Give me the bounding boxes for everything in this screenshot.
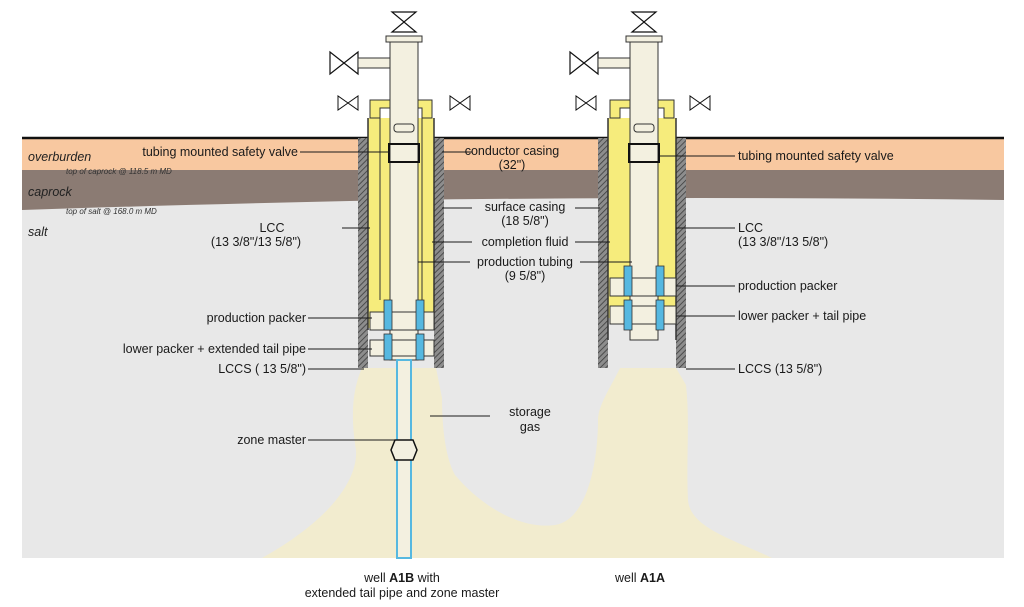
storage-gas-label-1: storage [509,405,551,419]
a1a-lower-packer [609,305,677,325]
caption-well-a1b-line2: extended tail pipe and zone master [305,586,500,600]
a1b-conductor-casing-left [358,138,368,368]
conductor-label-1: conductor casing [465,144,560,158]
lccs-right-label: LCCS (13 5/8") [738,362,822,376]
a1a-production-packer [609,277,677,297]
production-packer-left-label: production packer [207,311,306,325]
a1a-top-valve-icon [630,11,658,33]
cavern-a1b [262,368,772,558]
production-tubing-label-2: (9 5/8") [505,269,546,283]
caprock-label: caprock [28,185,73,199]
a1b-zone-master [390,439,418,461]
a1b-conductor-casing-right [434,138,444,368]
completion-fluid-label: completion fluid [482,235,569,249]
surface-casing-label-1: surface casing [485,200,566,214]
lcc-right-label-2: (13 3/8"/13 5/8") [738,235,828,249]
overburden-label: overburden [28,150,91,164]
a1a-conductor-casing-right [676,138,686,368]
surface-casing-label-2: (18 5/8") [501,214,549,228]
a1b-wing-valve-icon [329,50,359,76]
lccs-left-label: LCCS ( 13 5/8") [218,362,306,376]
caption-a1a-prefix: well [614,571,640,585]
a1b-top-valve-icon [390,11,418,33]
zone-master-label: zone master [237,433,306,447]
lcc-right-label-1: LCC [738,221,763,235]
tsv-left-label: tubing mounted safety valve [142,145,298,159]
salt-label: salt [28,225,48,239]
conductor-label-2: (32") [499,158,526,172]
overburden-layer [22,138,1004,170]
lower-packer-right-label: lower packer + tail pipe [738,309,866,323]
a1a-right-annulus-valve-icon [689,95,711,111]
production-packer-right-label: production packer [738,279,837,293]
lcc-left-label-1: LCC [259,221,284,235]
lcc-left-label-2: (13 3/8"/13 5/8") [211,235,301,249]
caption-a1b-bold: A1B [389,571,414,585]
caprock-top-label: top of caprock @ 118.5 m MD [66,167,172,176]
storage-gas-label-2: gas [520,420,540,434]
a1b-left-annulus-valve-icon [337,95,359,111]
production-tubing-label-1: production tubing [477,255,573,269]
well-a1b [329,11,471,559]
a1a-safety-valve [628,143,660,163]
salt-top-label: top of salt @ 168.0 m MD [66,207,157,216]
a1b-safety-valve [388,143,420,163]
caption-a1a-bold: A1A [640,571,665,585]
caprock-layer [22,170,1004,210]
tsv-right-label: tubing mounted safety valve [738,149,894,163]
caption-a1b-suffix: with [414,571,440,585]
a1a-left-annulus-valve-icon [575,95,597,111]
a1a-conductor-casing-left [598,138,608,368]
caption-a1b-prefix: well [363,571,389,585]
a1a-wing-valve-icon [569,50,599,76]
leader-lines [300,151,735,441]
a1b-tubing-head-flange [385,35,423,43]
a1b-right-annulus-valve-icon [449,95,471,111]
salt-layer [22,196,1004,558]
well-a1a [569,11,711,368]
a1a-tubing-head-flange [625,35,663,43]
caption-well-a1b: well A1B with [363,571,440,585]
lower-packer-left-label: lower packer + extended tail pipe [123,342,306,356]
caption-well-a1a: well A1A [614,571,665,585]
